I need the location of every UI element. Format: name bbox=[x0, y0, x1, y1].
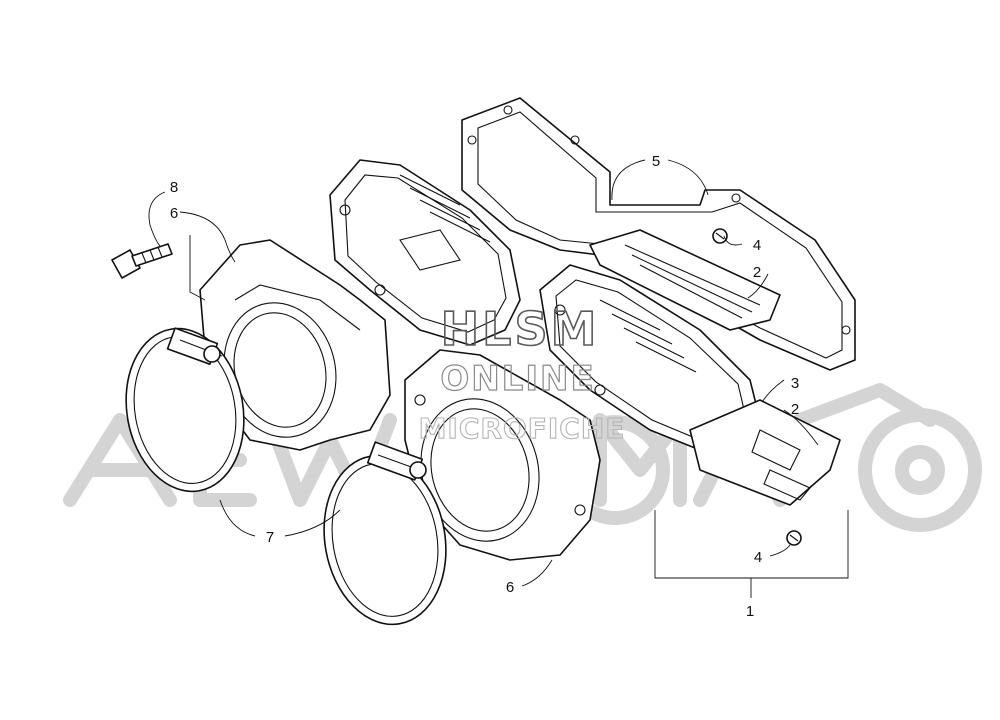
watermark-line-1: HLSM bbox=[441, 302, 600, 356]
callout-4-lower: 4 bbox=[754, 549, 762, 566]
hose-clamp-right bbox=[323, 441, 447, 626]
screw-part-4-lower bbox=[786, 530, 802, 546]
callout-1: 1 bbox=[746, 603, 754, 620]
callout-labels: 8 6 5 4 2 3 2 7 6 4 1 bbox=[170, 153, 799, 620]
callout-8: 8 bbox=[170, 179, 178, 196]
reed-petal-plate-upper bbox=[589, 229, 781, 331]
watermark-line-3: MICROFICHE bbox=[419, 412, 626, 445]
screw-part-4-upper bbox=[712, 228, 728, 244]
flange-bolt-part-8 bbox=[111, 243, 173, 279]
callout-6-upper: 6 bbox=[170, 205, 178, 222]
callout-3: 3 bbox=[791, 375, 799, 392]
watermark-line-2: ONLINE bbox=[440, 359, 595, 399]
callout-2-upper: 2 bbox=[753, 264, 761, 281]
callout-6-lower: 6 bbox=[506, 579, 514, 596]
callout-7: 7 bbox=[266, 529, 274, 546]
callout-2-lower: 2 bbox=[791, 401, 799, 418]
hose-clamp-left bbox=[125, 327, 245, 493]
callout-5: 5 bbox=[652, 153, 660, 170]
leader-lines bbox=[148, 159, 849, 598]
watermark-text: HLSM ONLINE MICROFICHE bbox=[418, 301, 626, 445]
reed-cage-left bbox=[329, 159, 521, 346]
callout-4-upper: 4 bbox=[753, 237, 761, 254]
